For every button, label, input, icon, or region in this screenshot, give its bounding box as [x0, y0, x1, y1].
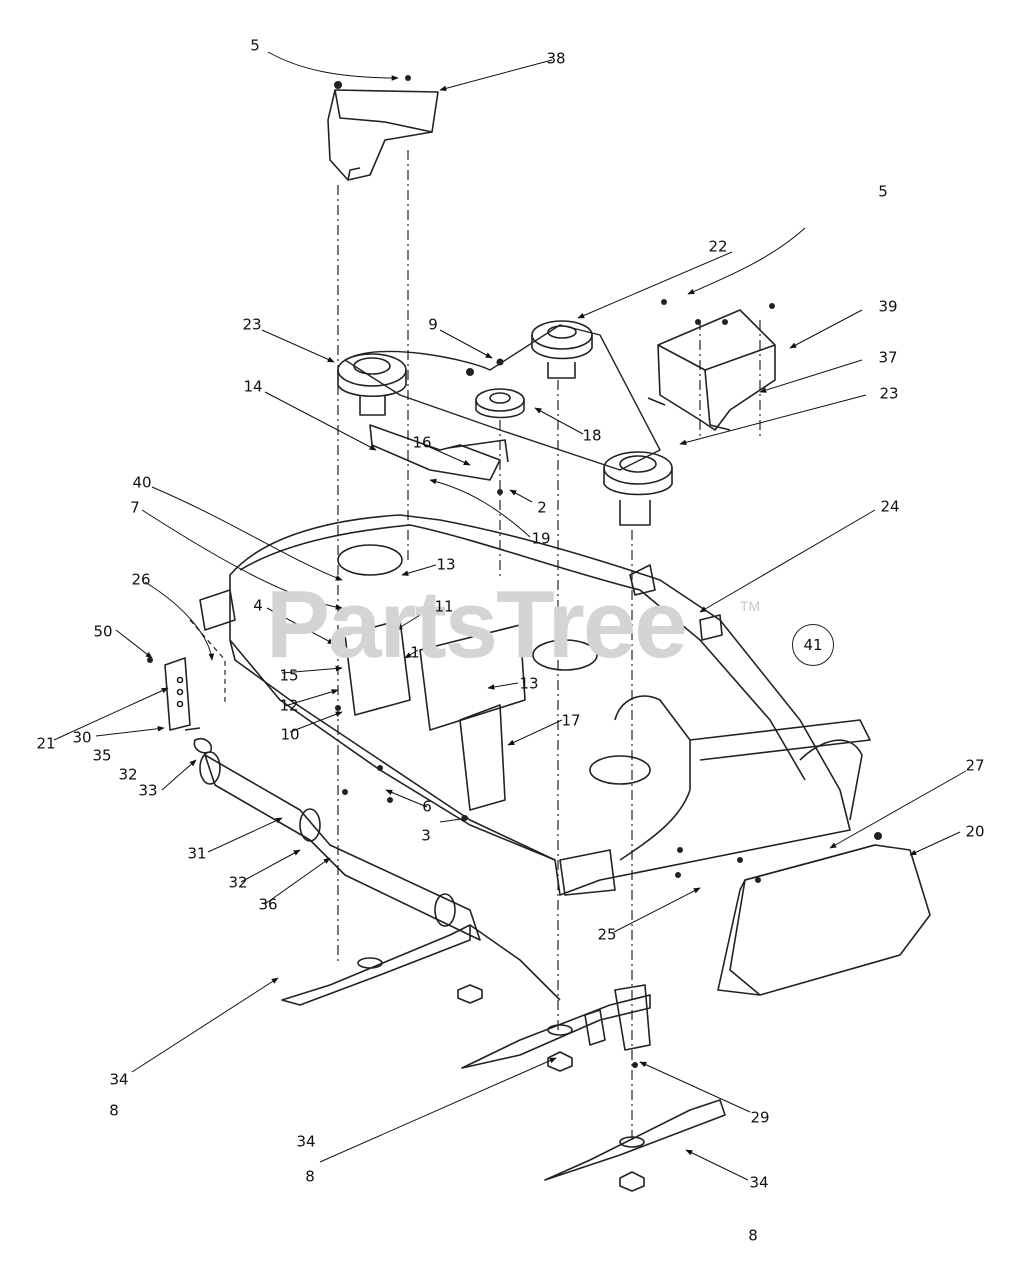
callout-label: 22	[708, 237, 728, 256]
callout-label: 10	[280, 725, 300, 744]
callout-label: 23	[242, 315, 262, 334]
callout-label: 25	[597, 925, 617, 944]
discharge-deflector	[717, 844, 931, 996]
callout-label: 27	[965, 756, 985, 775]
callout-label: 6	[422, 797, 432, 816]
callout-label: 8	[748, 1226, 758, 1245]
callout-label: 38	[546, 49, 566, 68]
mower-deck	[199, 514, 871, 896]
pulley-top	[531, 320, 593, 379]
callout-label: 37	[878, 348, 898, 367]
callout-label: 8	[305, 1167, 315, 1186]
callout-label: 29	[750, 1108, 770, 1127]
leader-lines	[53, 51, 967, 1181]
gauge-wheel-bracket	[584, 984, 651, 1051]
belt-shield-right	[647, 309, 776, 431]
callout-label: 31	[187, 844, 207, 863]
callout-label: 40	[132, 473, 152, 492]
callout-label: 1	[410, 643, 420, 662]
alignment-centerlines	[337, 150, 761, 1140]
callout-label: 34	[109, 1070, 129, 1089]
callout-label: 14	[243, 377, 263, 396]
callout-label: 8	[109, 1101, 119, 1120]
front-baffle	[344, 619, 526, 811]
belt-shield-top	[327, 89, 439, 181]
callout-label: 11	[434, 597, 454, 616]
rear-roller	[199, 751, 561, 1001]
height-adjust-bracket	[164, 657, 213, 754]
watermark-trademark: TM	[740, 598, 761, 614]
blade-center	[461, 994, 651, 1072]
callout-label: 3	[421, 826, 431, 845]
callout-label: 4	[253, 596, 263, 615]
callout-label: 21	[36, 734, 56, 753]
callout-label: 15	[279, 666, 299, 685]
callout-label: 23	[879, 384, 899, 403]
callout-label: 36	[258, 895, 278, 914]
callout-label: 39	[878, 297, 898, 316]
callout-label: 16	[412, 433, 432, 452]
callout-label: 9	[428, 315, 438, 334]
pulley-right	[603, 451, 673, 526]
blade-left	[281, 924, 483, 1006]
drive-belt	[344, 324, 661, 471]
callout-label: 7	[130, 498, 140, 517]
callout-label: 33	[138, 781, 158, 800]
callout-label: 5	[878, 182, 888, 201]
blade-right	[544, 1099, 726, 1192]
callout-label: 20	[965, 822, 985, 841]
callout-label: 32	[118, 765, 138, 784]
pulley-left	[337, 353, 407, 416]
callout-label: 34	[296, 1132, 316, 1151]
callout-label: 34	[749, 1173, 769, 1192]
callout-label: 30	[72, 728, 92, 747]
callout-label: 26	[131, 570, 151, 589]
callout-label: 13	[436, 555, 456, 574]
callout-label: 2	[537, 498, 547, 517]
callout-label: 12	[279, 696, 299, 715]
callout-label: 5	[250, 36, 260, 55]
idler-arm	[369, 424, 509, 481]
callout-label: 13	[519, 674, 539, 693]
callout-label: 32	[228, 873, 248, 892]
callout-label: 50	[93, 622, 113, 641]
callout-label: 17	[561, 711, 581, 730]
callout-label: 35	[92, 746, 112, 765]
callout-label: 19	[531, 529, 551, 548]
callout-label: 24	[880, 497, 900, 516]
circled-callout: 41	[792, 624, 834, 666]
pulley-idler	[475, 388, 525, 419]
hardware-fasteners	[147, 75, 882, 1068]
watermark-text: PartsTree	[266, 571, 688, 678]
callout-label: 18	[582, 426, 602, 445]
